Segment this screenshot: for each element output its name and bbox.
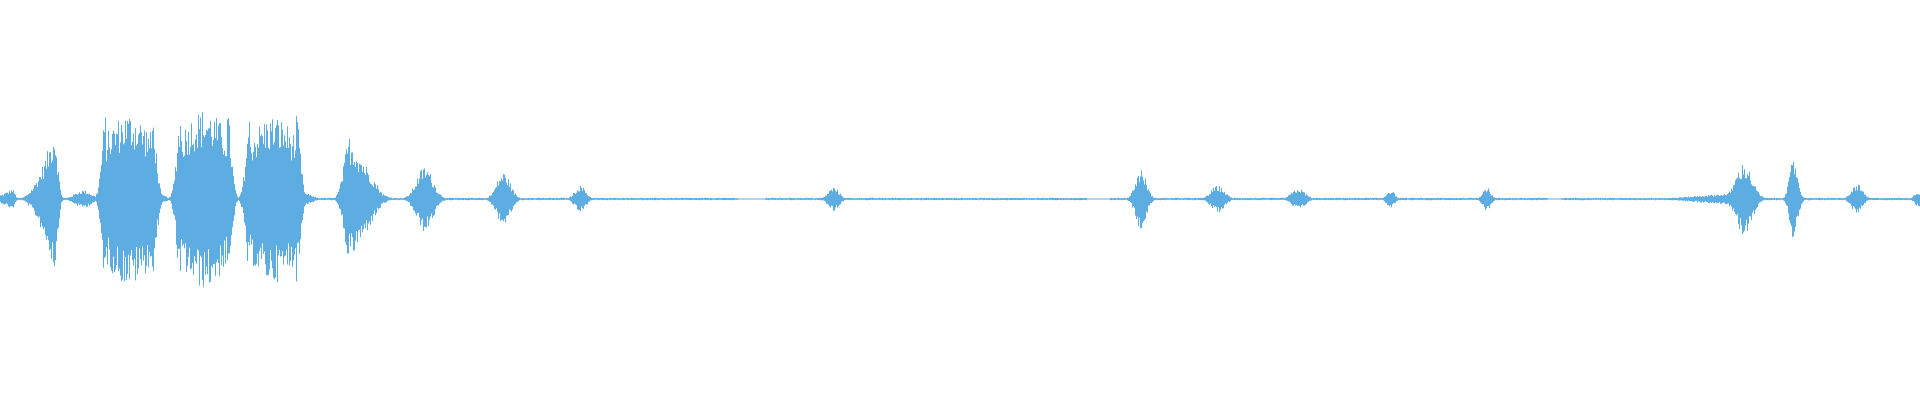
waveform-samples bbox=[0, 112, 1920, 288]
